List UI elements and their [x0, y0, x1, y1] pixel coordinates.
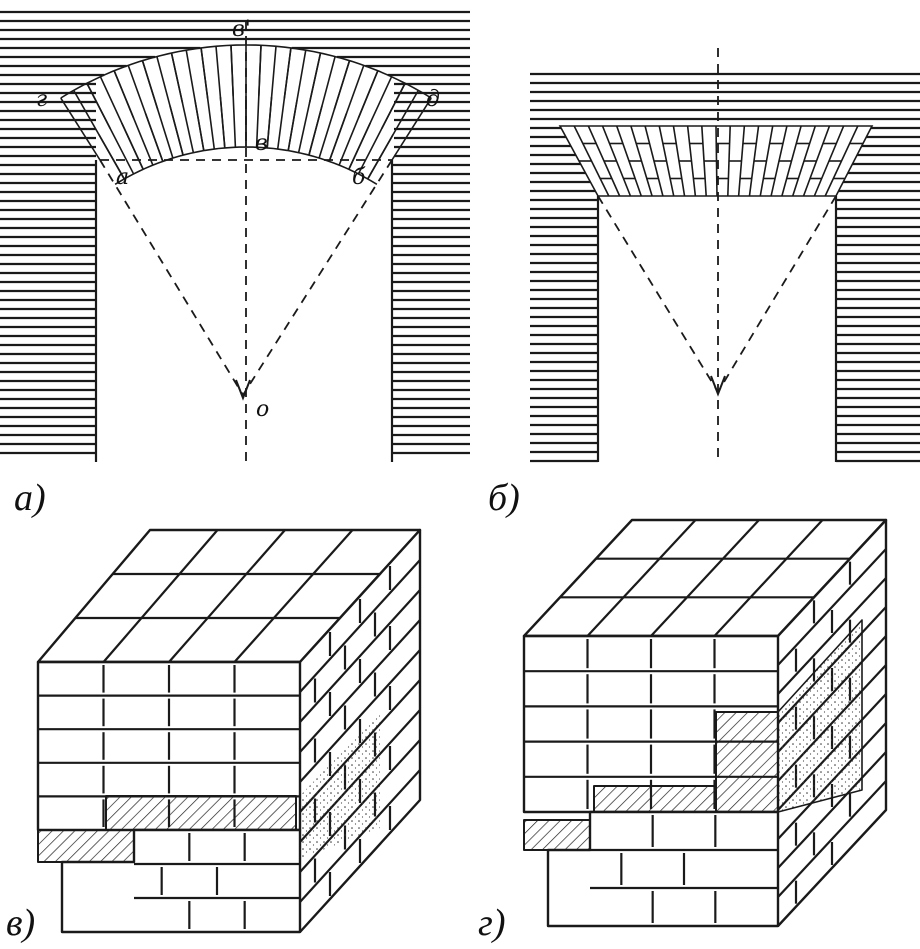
brick-course	[777, 548, 887, 666]
arch-joint-full	[255, 45, 262, 148]
arch-bricks-b	[558, 125, 874, 197]
brick-course	[299, 619, 421, 753]
wall-hatching-b	[530, 72, 920, 463]
panel-v-brick-block: в)	[6, 528, 422, 944]
geometry-lines-a	[99, 20, 393, 462]
arch-joint-full	[99, 76, 144, 170]
arch-joint-full	[113, 70, 154, 166]
arch-joint-full	[328, 65, 365, 162]
brick-joint	[168, 529, 286, 663]
arch-joint-full	[170, 52, 195, 153]
caption-v: в)	[6, 902, 35, 944]
arch-joint-full	[156, 56, 184, 156]
arch-joint-full	[185, 50, 205, 151]
arch-joint-full	[297, 52, 322, 153]
arch-joint-full	[348, 76, 393, 170]
arch-joint-full	[200, 47, 216, 150]
arch-joint-full	[230, 45, 237, 148]
label-top: в'	[232, 17, 251, 42]
brick-joint	[102, 529, 219, 663]
arch-bricks-a	[60, 44, 432, 185]
arch-joint-full	[338, 70, 379, 166]
label-inner-center: в	[255, 131, 268, 156]
brick-course	[777, 751, 887, 869]
brick-joint	[713, 519, 824, 637]
brick-joint	[586, 519, 697, 637]
panel-a-segmental-arch: в' г д а б в о а)	[0, 10, 470, 519]
brick-joint	[650, 519, 760, 637]
caption-g: г)	[478, 902, 505, 944]
arch-joint-full	[72, 89, 125, 180]
arch-joint-full	[86, 82, 135, 175]
skewback-right	[391, 97, 432, 161]
brick-course	[299, 589, 421, 723]
panel-b-flat-arch: б)	[488, 48, 920, 519]
label-inner-right: б	[352, 165, 366, 190]
arch-joint-full	[215, 46, 226, 148]
label-right: д	[426, 87, 440, 112]
arch-joint-full	[357, 82, 406, 175]
arch-joint-full	[141, 60, 174, 159]
arch-joint-full	[127, 65, 164, 162]
arch-joint-full	[308, 56, 336, 156]
panel-g-brick-block: г)	[478, 518, 888, 944]
brick-course	[299, 559, 421, 693]
brick-course	[777, 780, 887, 898]
label-center: о	[256, 397, 269, 422]
arch-joint-full	[276, 47, 292, 150]
arch-joint-full	[318, 60, 351, 159]
label-left: г	[36, 87, 47, 112]
brick-course	[299, 649, 421, 783]
brick-joint	[233, 529, 354, 663]
skewback-left	[60, 97, 101, 161]
arch-joint-full	[367, 89, 420, 180]
caption-a: а)	[14, 477, 46, 519]
brick-course	[299, 769, 421, 903]
caption-b: б)	[488, 477, 520, 519]
arch-joint-full	[266, 46, 277, 148]
wall-hatching-a	[0, 10, 470, 462]
label-inner-left: а	[116, 165, 129, 190]
arch-joint-full	[287, 50, 307, 151]
brick-course	[777, 577, 887, 695]
